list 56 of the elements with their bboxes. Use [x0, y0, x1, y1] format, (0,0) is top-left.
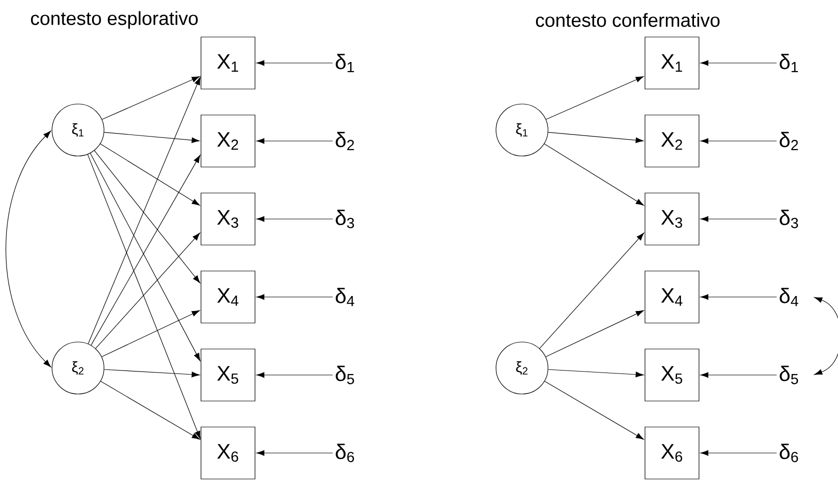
observed-variable-box: X$_{3}$ [200, 192, 256, 246]
arrow [700, 294, 777, 300]
arrow [102, 76, 200, 120]
arrow [101, 310, 200, 358]
observed-variable-box: X$_{6}$ [200, 426, 256, 480]
arrow [546, 76, 644, 120]
title: contesto esplorativo [31, 11, 198, 29]
error-term-label: δ$_{2}$ [780, 132, 798, 150]
arrow [100, 144, 200, 206]
arrow [256, 294, 333, 300]
observed-variable-box: X$_{6}$ [644, 426, 700, 480]
arrow [95, 232, 200, 349]
arrow [256, 372, 333, 378]
error-term-label: δ$_{5}$ [780, 366, 798, 384]
arrow [700, 372, 777, 378]
observed-variable-box: X$_{2}$ [200, 114, 256, 168]
arrow [545, 310, 644, 358]
observed-variable-box: X$_{4}$ [644, 270, 700, 324]
error-term-label: δ$_{6}$ [780, 444, 798, 462]
arrow [256, 216, 333, 222]
arrow [700, 138, 777, 144]
arrow [104, 132, 200, 144]
observed-variable-box: X$_{1}$ [644, 36, 700, 90]
arrow [700, 216, 777, 222]
arrow [87, 154, 200, 439]
arrow [94, 150, 200, 284]
error-term-label: δ$_{1}$ [336, 54, 354, 72]
observed-variable-box: X$_{2}$ [644, 114, 700, 168]
arrow [700, 450, 777, 456]
observed-variable-box: X$_{4}$ [200, 270, 256, 324]
error-term-label: δ$_{4}$ [336, 288, 354, 306]
arrow [544, 381, 644, 440]
observed-variable-box: X$_{3}$ [644, 192, 700, 246]
arrow [88, 76, 200, 344]
arrow [539, 232, 644, 349]
arrow [814, 297, 838, 375]
observed-variable-box: X$_{5}$ [644, 348, 700, 402]
arrow [256, 60, 333, 66]
error-term-label: δ$_{2}$ [336, 132, 354, 150]
arrow [548, 132, 644, 144]
observed-variable-box: X$_{5}$ [200, 348, 256, 402]
error-term-label: δ$_{4}$ [780, 288, 798, 306]
error-term-label: δ$_{5}$ [336, 366, 354, 384]
error-term-label: δ$_{1}$ [780, 54, 798, 72]
arrow [6, 130, 52, 368]
arrow [548, 369, 644, 378]
observed-variable-box: X$_{1}$ [200, 36, 256, 90]
arrow [100, 381, 200, 440]
error-term-label: δ$_{3}$ [780, 210, 798, 228]
arrow [256, 450, 333, 456]
arrow [544, 144, 644, 206]
arrow [700, 60, 777, 66]
error-term-label: δ$_{6}$ [336, 444, 354, 462]
arrow [104, 369, 200, 378]
arrow [256, 138, 333, 144]
error-term-label: δ$_{3}$ [336, 210, 354, 228]
